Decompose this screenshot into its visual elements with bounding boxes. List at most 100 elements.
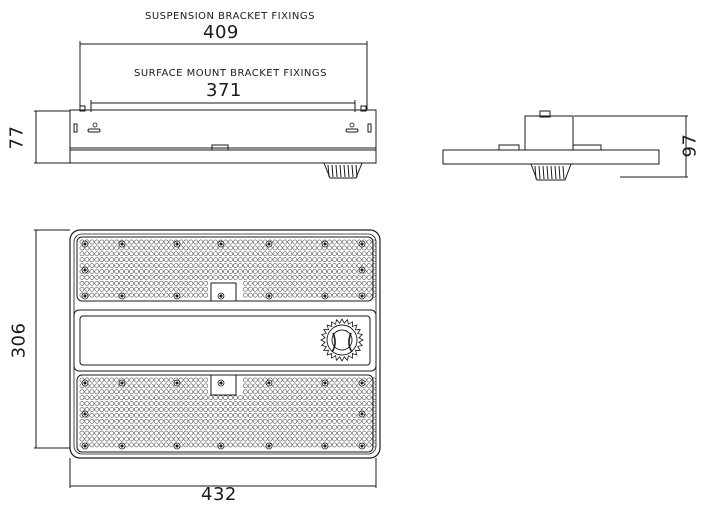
led-cell — [267, 413, 273, 418]
led-cell — [312, 430, 317, 436]
led-cell — [168, 377, 174, 383]
led-cell — [213, 245, 218, 251]
led-cell — [223, 413, 228, 418]
led-cell — [238, 245, 243, 251]
led-cell — [332, 430, 337, 436]
led-cell — [188, 377, 194, 383]
led-cell — [247, 251, 253, 257]
led-cell — [317, 424, 322, 430]
panel-screw-core — [83, 381, 87, 385]
led-cell — [351, 418, 357, 424]
panel-screw-core — [120, 444, 124, 448]
led-cell — [292, 383, 298, 389]
panel-screw-core — [267, 381, 271, 385]
led-cell — [148, 239, 154, 245]
led-cell — [287, 401, 293, 406]
led-cell — [79, 424, 85, 430]
led-cell — [99, 286, 105, 292]
led-cell — [134, 424, 139, 430]
led-cell — [272, 424, 278, 430]
led-cell — [208, 275, 214, 280]
led-cell — [317, 239, 322, 245]
led-cell — [104, 251, 110, 257]
led-cell — [124, 257, 129, 263]
panel-screw-core — [267, 444, 271, 448]
led-cell — [282, 263, 288, 268]
led-cell — [144, 245, 149, 251]
panel-screw-core — [267, 242, 271, 246]
led-cell — [337, 401, 342, 406]
led-cell — [337, 377, 342, 383]
led-cell — [208, 436, 214, 442]
led-cell — [203, 251, 209, 257]
led-cell — [218, 424, 223, 430]
led-cell — [213, 269, 218, 274]
led-cell — [287, 383, 293, 389]
led-cell — [124, 430, 129, 436]
led-cell — [153, 280, 159, 286]
led-cell — [168, 418, 174, 424]
led-cell — [198, 275, 204, 280]
led-cell — [129, 251, 134, 257]
led-cell — [307, 407, 313, 412]
led-cell — [173, 395, 179, 401]
led-cell — [99, 292, 105, 298]
led-cell — [243, 239, 248, 245]
led-cell — [257, 257, 263, 263]
led-cell — [282, 407, 288, 412]
led-cell — [89, 269, 95, 274]
led-cell — [223, 257, 228, 263]
led-cell — [356, 286, 362, 292]
led-cell — [322, 401, 327, 406]
led-cell — [193, 269, 199, 274]
led-cell — [238, 424, 243, 430]
front-gland-fin — [331, 164, 334, 178]
led-cell — [178, 436, 184, 442]
led-cell — [247, 383, 253, 389]
led-cell — [168, 280, 174, 286]
led-cell — [188, 383, 194, 389]
led-cell — [153, 395, 159, 401]
led-cell — [317, 292, 322, 298]
side-top-tab — [539, 110, 551, 118]
led-cell — [342, 401, 347, 406]
led-cell — [193, 257, 199, 263]
led-cell — [144, 418, 149, 424]
led-cell — [332, 407, 337, 412]
led-cell — [307, 442, 313, 448]
led-cell — [119, 436, 124, 442]
led-cell — [84, 389, 90, 395]
led-cell — [302, 413, 308, 418]
led-cell — [322, 275, 327, 280]
panel-screw-core — [323, 294, 327, 298]
led-cell — [247, 245, 253, 251]
led-cell — [312, 442, 317, 448]
led-cell — [203, 377, 209, 383]
led-cell — [163, 263, 169, 268]
led-cell — [262, 275, 268, 280]
led-cell — [302, 442, 308, 448]
led-cell — [193, 245, 199, 251]
led-cell — [366, 395, 372, 401]
led-cell — [366, 251, 372, 257]
led-cell — [252, 389, 258, 395]
led-cell — [104, 286, 110, 292]
led-cell — [158, 269, 164, 274]
led-cell — [277, 269, 283, 274]
led-cell — [346, 383, 352, 389]
led-cell — [144, 257, 149, 263]
led-cell — [104, 401, 110, 406]
led-cell — [257, 280, 263, 286]
led-cell — [312, 377, 317, 383]
led-cell — [277, 424, 283, 430]
led-cell — [109, 430, 115, 436]
front-gland-fin — [351, 164, 354, 178]
led-cell — [322, 424, 327, 430]
panel-screw-core — [360, 294, 364, 298]
led-cell — [342, 275, 347, 280]
led-cell — [129, 245, 134, 251]
led-cell — [337, 275, 342, 280]
led-cell — [327, 257, 332, 263]
led-cell — [317, 280, 322, 286]
